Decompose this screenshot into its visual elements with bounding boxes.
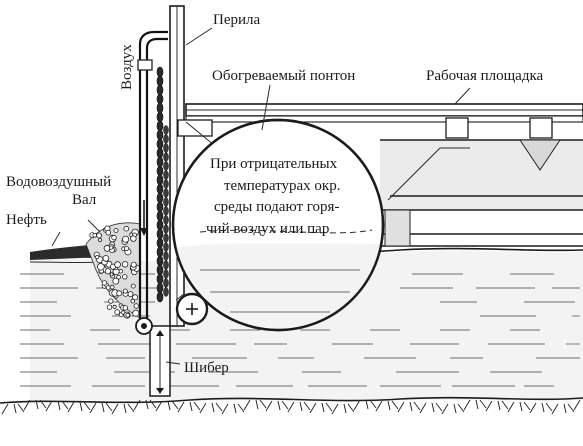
label-oil: Нефть (6, 212, 47, 228)
label-air: Воздух (119, 44, 135, 90)
note-line-1: При отрицательных (210, 156, 338, 172)
sea-floor (0, 396, 583, 415)
label-railing: Перила (213, 12, 261, 28)
pulley-wheel (175, 292, 209, 326)
leader-lines (51, 27, 471, 365)
note-line-2: температурах окр. (224, 178, 340, 194)
nozzle (135, 317, 153, 335)
note-text: При отрицательных температурах окр. сред… (206, 156, 340, 237)
air-pipe (137, 30, 168, 325)
gate-shutter (149, 325, 171, 397)
heated-pontoon (171, 118, 385, 332)
label-gate: Шибер (184, 360, 229, 376)
railing-post (169, 5, 185, 327)
label-water-air-shaft-1: Водовоздушный (6, 174, 111, 190)
platform-support (185, 121, 583, 247)
label-work-platform: Рабочая площадка (426, 68, 544, 84)
water-air-shaft (85, 222, 141, 319)
air-flow-arrow (140, 200, 148, 236)
note-line-4: чий воздух или пар (206, 221, 329, 237)
note-line-3: среды подают горя- (214, 199, 339, 215)
work-platform (177, 103, 583, 139)
label-heated-pontoon: Обогреваемый понтон (212, 68, 355, 84)
label-water-air-shaft-2: Вал (72, 192, 97, 208)
chain (156, 66, 169, 303)
